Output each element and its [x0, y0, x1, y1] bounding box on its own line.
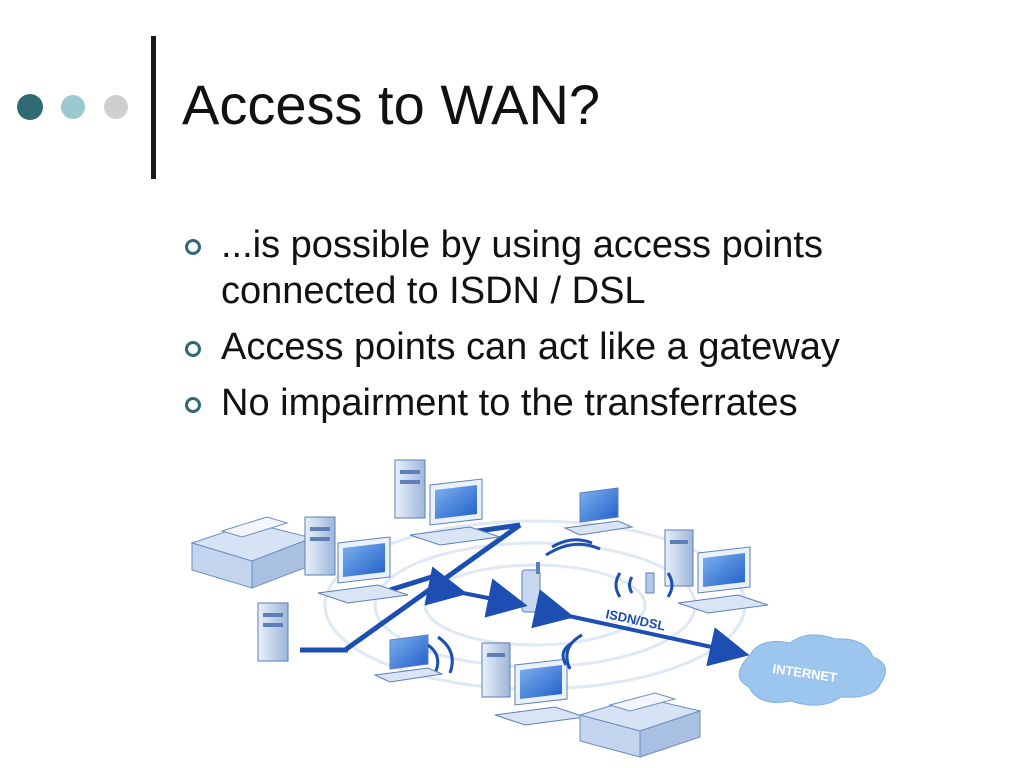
decor-dot-grey	[104, 95, 128, 119]
printer-icon	[578, 692, 702, 758]
bullet-item: ...is possible by using access points co…	[185, 222, 945, 314]
lan-link-arrow	[424, 566, 528, 618]
network-diagram: ISDN/DSL INTERNET	[190, 459, 886, 758]
desktop-computer-icon	[494, 658, 586, 726]
internet-cloud-icon: INTERNET	[738, 634, 886, 706]
server-tower-icon	[394, 459, 426, 519]
bullet-text: Access points can act like a gateway	[221, 326, 840, 368]
bullet-circle-icon	[185, 341, 201, 357]
wireless-signal-icon	[561, 633, 583, 670]
decor-dot-light	[61, 95, 85, 119]
laptop-icon	[373, 634, 444, 683]
laptop-icon	[563, 487, 634, 536]
bullet-item: No impairment to the transferrates	[185, 380, 945, 426]
access-point-icon	[521, 562, 541, 613]
decor-dot-dark	[17, 94, 43, 120]
slide-title: Access to WAN?	[182, 73, 601, 136]
bullet-circle-icon	[185, 397, 201, 413]
bullet-list: ...is possible by using access points co…	[185, 222, 945, 436]
server-tower-icon	[304, 516, 336, 576]
bullet-item: Access points can act like a gateway	[185, 324, 945, 370]
bullet-circle-icon	[185, 239, 201, 255]
wireless-adapter-icon	[614, 572, 674, 598]
title-divider	[151, 36, 156, 179]
desktop-computer-icon	[409, 478, 501, 546]
wireless-signal-icon	[427, 635, 454, 674]
server-tower-icon	[257, 602, 289, 662]
bullet-text: No impairment to the transferrates	[221, 382, 798, 424]
bullet-text: ...is possible by using access points co…	[221, 224, 823, 312]
isdn-dsl-link-arrow	[531, 589, 750, 667]
desktop-computer-icon	[317, 536, 409, 604]
printer-icon	[190, 516, 314, 589]
server-tower-icon	[481, 642, 511, 698]
wireless-signal-icon	[545, 538, 601, 557]
